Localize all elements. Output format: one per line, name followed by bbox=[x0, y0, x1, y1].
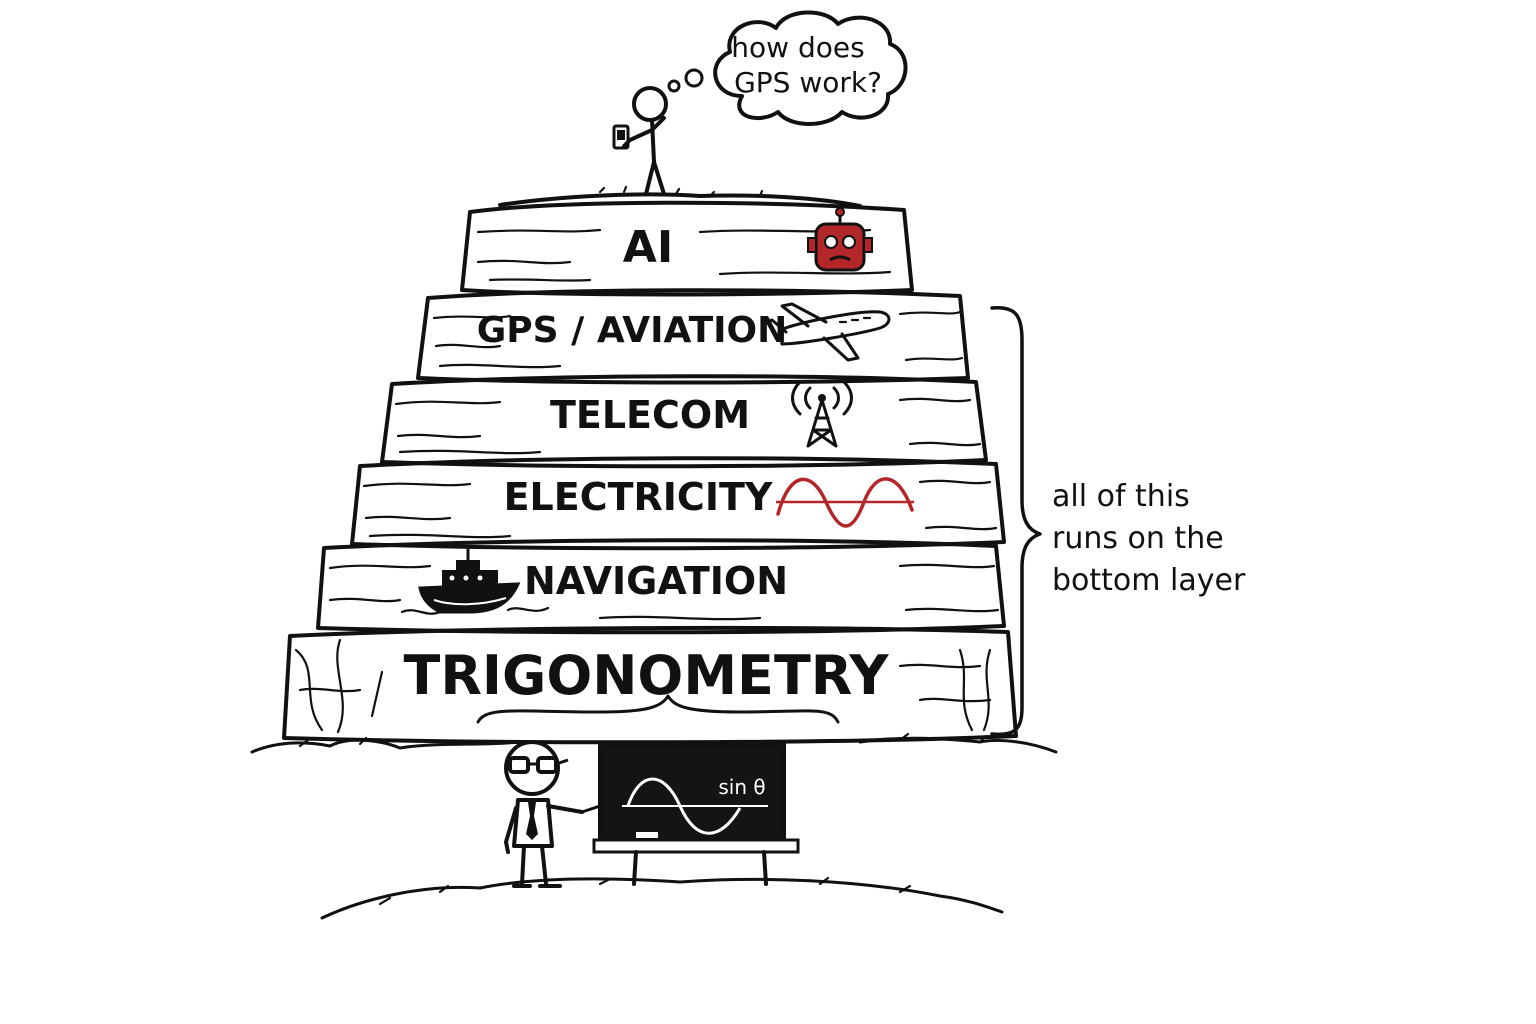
note-line-2: runs on the bbox=[1052, 521, 1224, 556]
layer-trigonometry: TRIGONOMETRY bbox=[282, 625, 1018, 745]
thought-bubble: how does GPS work? bbox=[667, 10, 908, 126]
base-rocks bbox=[250, 732, 1058, 754]
layer-navigation: NAVIGATION bbox=[316, 538, 1006, 635]
glasses-icon bbox=[508, 756, 569, 774]
ship-icon bbox=[400, 546, 550, 615]
layer-telecom-label: TELECOM bbox=[550, 393, 750, 437]
layer-telecom: TELECOM bbox=[380, 374, 988, 469]
airplane-icon bbox=[766, 302, 891, 362]
layer-gps-aviation-label: GPS / AVIATION bbox=[477, 310, 788, 351]
summit-ground bbox=[498, 185, 862, 208]
stick-figure-top bbox=[612, 86, 668, 196]
professor-figure bbox=[504, 740, 662, 888]
thought-line-2: GPS work? bbox=[734, 66, 882, 99]
side-bracket bbox=[990, 306, 1042, 737]
trig-underbrace bbox=[476, 694, 840, 724]
layer-electricity-label: ELECTRICITY bbox=[504, 475, 773, 519]
blackboard: sin θ bbox=[592, 742, 800, 886]
layer-navigation-label: NAVIGATION bbox=[524, 559, 788, 603]
radio-tower-icon bbox=[791, 380, 853, 448]
layer-ai: AI bbox=[460, 200, 914, 297]
bracket-note: all of this runs on the bottom layer bbox=[1052, 479, 1246, 598]
layer-electricity: ELECTRICITY bbox=[350, 456, 1006, 551]
layer-gps-aviation: GPS / AVIATION bbox=[416, 288, 970, 385]
robot-icon bbox=[807, 207, 873, 272]
note-line-1: all of this bbox=[1052, 479, 1190, 514]
phone-icon bbox=[612, 124, 630, 150]
thought-line-1: how does bbox=[731, 31, 864, 64]
sine-wave-icon bbox=[776, 477, 914, 528]
bottom-ground bbox=[320, 876, 1004, 920]
blackboard-formula: sin θ bbox=[718, 775, 765, 799]
layer-ai-label: AI bbox=[623, 222, 673, 273]
note-line-3: bottom layer bbox=[1052, 563, 1246, 598]
layer-trigonometry-label: TRIGONOMETRY bbox=[403, 644, 889, 707]
